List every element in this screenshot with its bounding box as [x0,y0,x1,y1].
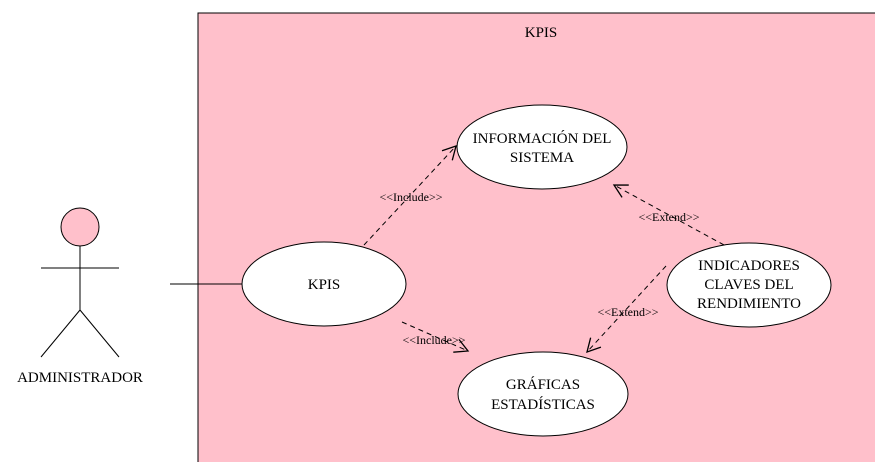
system-boundary-title: KPIS [525,25,558,41]
use-case-informacion-label-line-1: INFORMACIÓN DEL [473,130,612,147]
include-arrow-informacion[interactable] [363,144,457,246]
use-case-informacion-label-line-2: SISTEMA [510,150,574,166]
actor-administrador[interactable]: ADMINISTRADOR [17,207,143,386]
include-label-informacion: <<Include>> [379,190,442,204]
include-label-graficas: <<Include>> [402,333,465,347]
extend-arrow-informacion[interactable] [612,184,725,246]
extend-label-graficas: <<Extend>> [597,305,658,319]
actor-label: ADMINISTRADOR [17,370,143,386]
extend-arrow-graficas[interactable] [586,265,667,354]
use-case-informacion-shape [456,104,628,190]
include-arrow-graficas[interactable] [401,321,470,353]
extend-label-informacion: <<Extend>> [638,210,699,224]
use-case-kpis-shape [241,241,407,327]
use-case-indicadores-label-line-2: CLAVES DEL [704,277,793,293]
use-case-graficas-label-line-2: ESTADÍSTICAS [491,396,595,413]
use-case-graficas-shape [457,351,629,437]
use-case-indicadores-label-line-1: INDICADORES [698,258,800,274]
use-case-kpis[interactable]: KPIS [241,241,407,327]
use-case-indicadores-label-line-3: RENDIMIENTO [697,296,801,312]
actor-right-leg [79,309,120,358]
use-case-indicadores[interactable]: INDICADORES CLAVES DEL RENDIMIENTO [666,242,832,328]
use-case-indicadores-shape [666,242,832,328]
use-case-informacion[interactable]: INFORMACIÓN DEL SISTEMA [456,104,628,190]
actor-head [60,207,100,247]
use-case-kpis-label: KPIS [308,277,341,293]
use-case-graficas[interactable]: GRÁFICAS ESTADÍSTICAS [457,351,629,437]
use-case-graficas-label-line-1: GRÁFICAS [506,376,580,393]
actor-left-leg [40,309,81,358]
